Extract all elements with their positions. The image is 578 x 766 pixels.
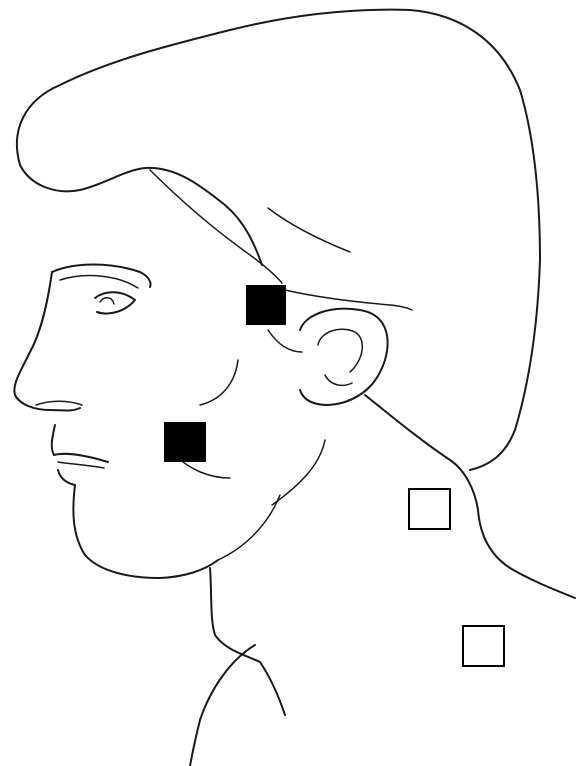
neck-outline	[190, 395, 575, 766]
outline-marker	[463, 626, 504, 666]
outline-marker	[409, 489, 450, 529]
face-profile	[14, 272, 280, 578]
filled-marker	[164, 422, 206, 462]
hair-outline	[17, 10, 540, 470]
eye-region	[52, 265, 151, 314]
filled-marker	[246, 285, 286, 325]
